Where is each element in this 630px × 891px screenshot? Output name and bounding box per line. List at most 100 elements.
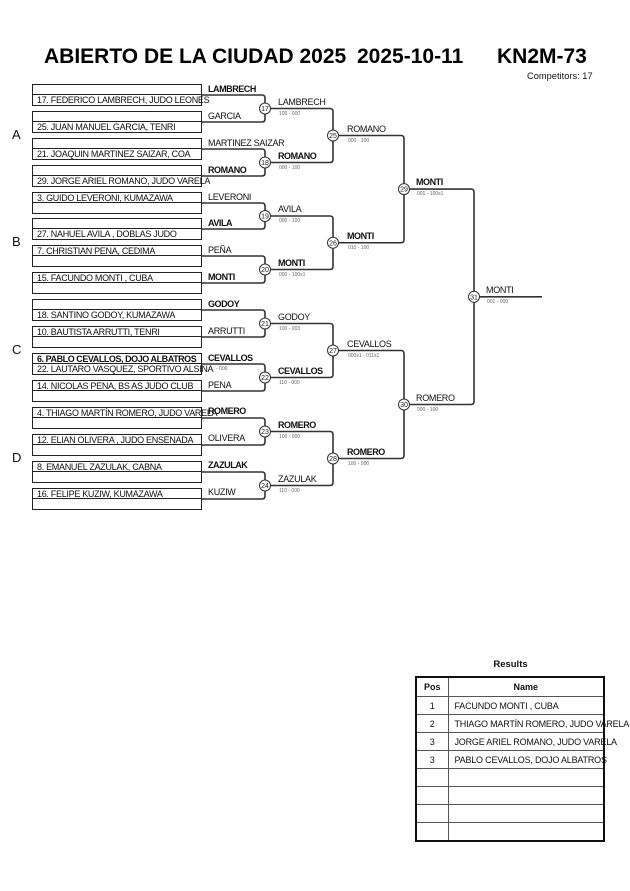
round1-label: LAMBRECH [208, 84, 256, 94]
match-number-31: 31 [470, 294, 478, 301]
match-25-winner: ROMANO [347, 123, 386, 134]
entrant-box[interactable]: 29. JORGE ARIEL ROMANO, JUDO VARELA [32, 165, 210, 187]
match-number-22: 22 [261, 375, 269, 382]
round1-label: ARRUTTI [208, 326, 245, 336]
entrant-box[interactable]: 8. EMANUEL ZAZULAK, CABNA [32, 461, 202, 483]
results-row: 3 PABLO CEVALLOS, DOJO ALBATROS [415, 750, 607, 769]
result-name: FACUNDO MONTI , CUBA [447, 696, 605, 715]
entrant-box[interactable]: 21. JOAQUIN MARTINEZ SAIZAR, COA [32, 138, 202, 160]
result-pos [415, 804, 449, 823]
round1-label: ROMERO [208, 406, 246, 416]
round1-label: GODOY [208, 299, 240, 309]
match-19-score: 000 - 100 [279, 218, 301, 224]
match-number-23: 23 [261, 429, 269, 436]
tournament-title: ABIERTO DE LA CIUDAD 2025 [44, 45, 347, 68]
results-header-name: Name [447, 676, 605, 697]
result-pos: 1 [415, 696, 449, 715]
result-pos [415, 768, 449, 787]
match-circle-22 [259, 371, 271, 384]
results-row [415, 822, 605, 842]
entrant-row [33, 472, 201, 482]
round1-label: ROMANO [208, 165, 247, 175]
results-row [415, 786, 605, 805]
match-circle-23 [259, 425, 271, 438]
result-name: PABLO CEVALLOS, DOJO ALBATROS [447, 750, 607, 769]
entrant-box[interactable]: 14. NICOLAS PENA, BS AS JUDO CLUB [32, 380, 202, 402]
entrant-row: 8. EMANUEL ZAZULAK, CABNA [33, 462, 201, 472]
entrant-row [33, 166, 201, 176]
connector-match-30 [333, 349, 405, 460]
entrant-box[interactable]: 17. FEDERICO LAMBRECH, JUDO LEONES [32, 84, 210, 106]
pool-label-b: B [12, 234, 21, 249]
entrant-box[interactable]: 7. CHRISTIAN PENA, CEDIMA [32, 245, 202, 267]
round1-label: LEVERONI [208, 192, 252, 202]
results-header-pos: Pos [415, 676, 449, 697]
match-24-winner: ZAZULAK [278, 473, 317, 484]
match-27-winner: CEVALLOS [347, 338, 392, 349]
match-19-winner: AVILA [278, 204, 302, 214]
results-row: 1 FACUNDO MONTI , CUBA [415, 696, 605, 715]
entrant-box[interactable]: 12. ELIAN OLIVERA , JUDO ENSENADA [32, 434, 202, 456]
match-28-winner: ROMERO [347, 446, 385, 457]
entrant-row [33, 256, 201, 266]
entrant-box[interactable]: 4. THIAGO MARTÍN ROMERO, JUDO VARELA [32, 407, 218, 429]
match-29-score: 001 - 100s1 [417, 191, 444, 197]
entrant-row [33, 219, 201, 229]
round1-label: MARTINEZ SAIZAR [208, 138, 285, 148]
round1-label: AVILA [208, 218, 233, 228]
entrant-row [33, 300, 201, 310]
result-name [447, 768, 605, 787]
round1-label: OLIVERA [208, 433, 245, 443]
match-30-winner: ROMERO [416, 392, 455, 403]
match-29-winner: MONTI [416, 177, 443, 187]
entrant-box[interactable]: 3. GUIDO LEVERONI, KUMAZAWA [32, 192, 202, 214]
entrant-row: 6. PABLO CEVALLOS, DOJO ALBATROS [33, 354, 201, 364]
match-31-winner: MONTI [486, 284, 514, 295]
match-circle-18 [259, 156, 271, 169]
entrant-row: 25. JUAN MANUEL GARCIA, TENRI [37, 122, 176, 132]
entrant-box[interactable]: 18. SANTINO GODOY, KUMAZAWA [32, 299, 202, 321]
result-pos: 2 [415, 714, 449, 733]
entrant-box[interactable]: 6. PABLO CEVALLOS, DOJO ALBATROS 22. LAU… [32, 353, 214, 375]
match-26-score: 010 - 100 [348, 244, 370, 251]
entrant-row: 10. BAUTISTA ARRUTTI, TENRI [33, 327, 201, 337]
entrant-box[interactable]: 16. FELIPE KUZIW, KUMAZAWA [32, 488, 202, 510]
match-28-score: 100 - 000 [348, 460, 370, 467]
round1-label: PEÑA [208, 245, 232, 255]
entrant-box[interactable]: 10. BAUTISTA ARRUTTI, TENRI [32, 326, 202, 348]
match-17-score: 100 - 000 [279, 110, 301, 117]
match-circle-31 [468, 290, 480, 303]
match-circle-26 [327, 236, 339, 249]
entrant-row: 14. NICOLAS PENA, BS AS JUDO CLUB [33, 381, 201, 391]
entrant-box[interactable]: 25. JUAN MANUEL GARCIA, TENRI [32, 111, 202, 133]
entrant-row: 3. GUIDO LEVERONI, KUMAZAWA [33, 193, 201, 203]
match-31-score: 001 - 000 [487, 298, 509, 305]
weight-category: KN2M-73 [497, 45, 587, 68]
round1-label: GARCIA [208, 111, 241, 121]
match-20-score: 000 - 100s1 [279, 271, 306, 278]
match-number-29: 29 [400, 187, 408, 194]
results-title: Results [493, 659, 528, 670]
results-header-row: Pos Name [415, 676, 605, 697]
match-25-score: 000 - 100 [348, 137, 370, 144]
match-21-score: 100 - 003 [279, 325, 301, 332]
entrant-box[interactable]: 27. NAHUEL AVILA , DOBLAS JUDO [32, 218, 202, 240]
entrant-row [33, 112, 201, 122]
match-number-21: 21 [261, 321, 269, 328]
entrant-row: 16. FELIPE KUZIW, KUMAZAWA [33, 489, 201, 499]
entrant-row [33, 283, 201, 293]
result-pos [415, 786, 449, 805]
result-pos [415, 822, 449, 842]
match-27-score: 000s1 - 011s1 [348, 352, 380, 359]
results-table: Pos Name 1 FACUNDO MONTI , CUBA 2 THIAGO… [415, 676, 629, 842]
match-number-17: 17 [261, 106, 269, 113]
connector-match-29 [333, 134, 405, 244]
entrant-row [33, 418, 201, 428]
match-circle-25 [327, 129, 339, 142]
competitors-count: Competitors: 17 [527, 71, 593, 81]
entrant-box[interactable]: 15. FACUNDO MONTI , CUBA [32, 272, 202, 294]
match-circle-30 [398, 398, 410, 411]
round1-label: KUZIW [208, 487, 236, 497]
result-name [447, 804, 605, 823]
round1-label: ZAZULAK [208, 460, 248, 470]
